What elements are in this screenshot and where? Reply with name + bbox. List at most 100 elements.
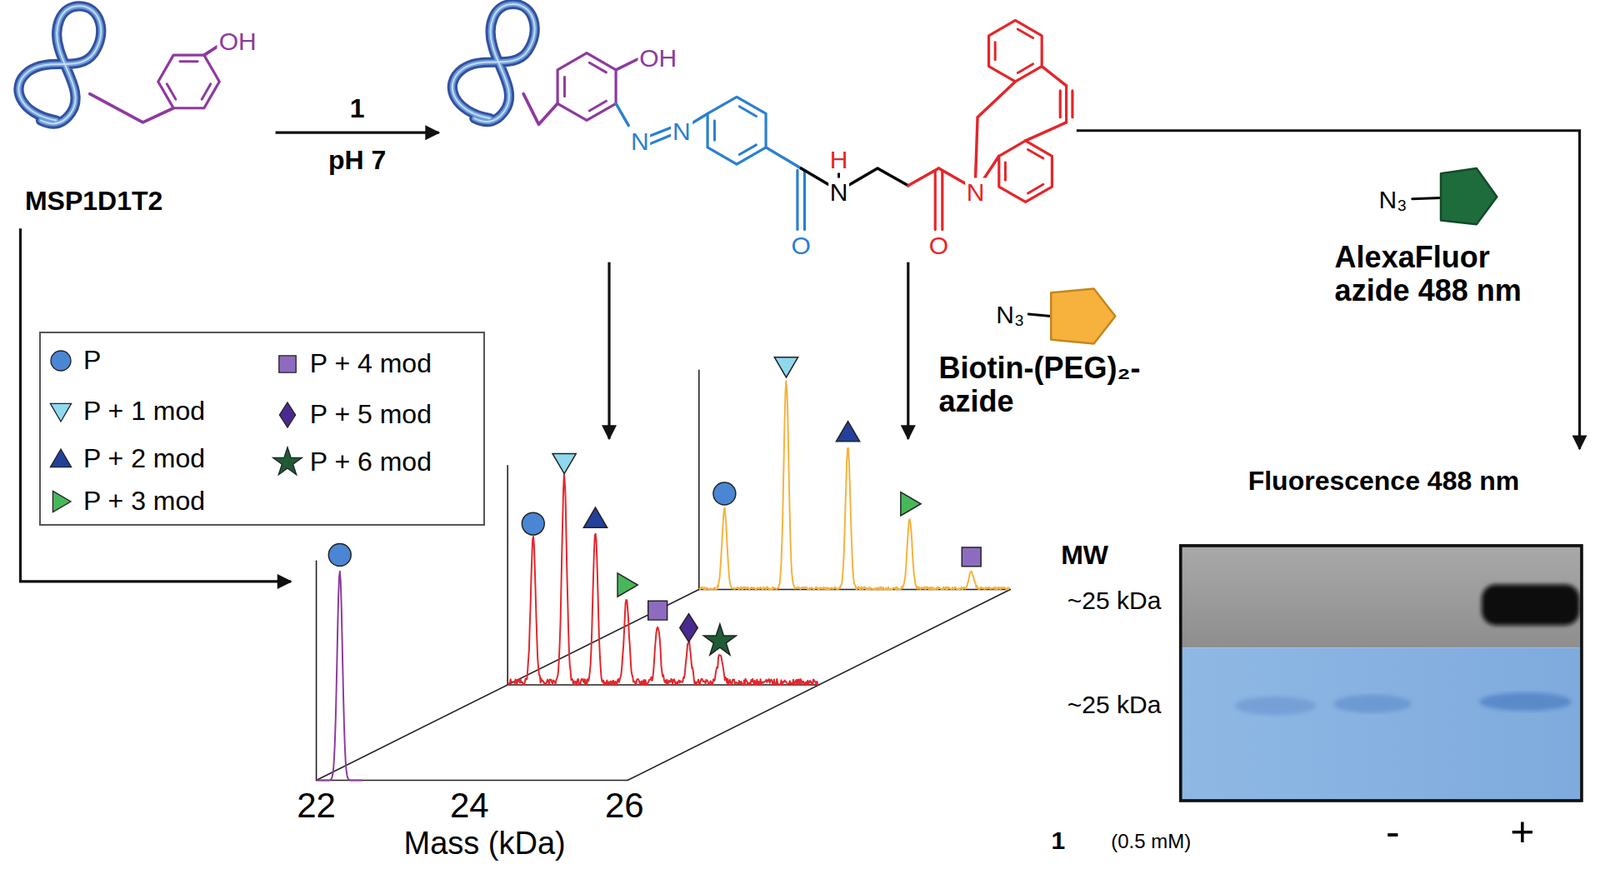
- flow-arrow: [1076, 130, 1580, 450]
- azide-label: N₃: [995, 300, 1025, 329]
- mass-axis: [699, 589, 1010, 591]
- ribbon-mid: [18, 5, 101, 124]
- compound-number: 1: [1050, 825, 1065, 854]
- legend-symbol: [274, 401, 301, 429]
- benzene-ring: [999, 140, 1053, 202]
- double-bond: [201, 84, 211, 100]
- protein-ribbon: [18, 5, 101, 124]
- bond-line: [800, 168, 829, 185]
- benzene-ring: [707, 96, 766, 165]
- bond-line: [690, 113, 708, 125]
- triple-bond: [1059, 90, 1062, 118]
- figure-panel: N₃ Biotin-(PEG)₂- azide: [933, 285, 1192, 440]
- atom-label: N: [629, 126, 651, 155]
- legend-shape: [50, 449, 71, 468]
- azide-bond: [1412, 197, 1441, 199]
- flow-arrow: [906, 262, 910, 440]
- atom-label: O: [790, 230, 813, 259]
- peak-marker: [583, 507, 607, 528]
- gel-faint-band: [1480, 692, 1572, 711]
- peak-marker: [521, 512, 545, 535]
- spectrum-trace: [316, 571, 363, 781]
- atom-label: N: [965, 178, 987, 206]
- azide-label: N₃: [1378, 185, 1407, 213]
- peak-marker: [328, 543, 351, 566]
- gel-fluorescence: [1180, 545, 1582, 648]
- figure-panel: OHNNOHNON: [439, 1, 1077, 262]
- reagent-name: AlexaFluor azide 488 nm: [1335, 240, 1544, 307]
- marker-weight: ~25 kDa: [1067, 585, 1162, 614]
- bond-line: [765, 147, 801, 169]
- protein-name: MSP1D1T2: [25, 187, 163, 217]
- gel-coomassie: [1180, 647, 1582, 801]
- flow-arrow: [607, 262, 610, 440]
- legend-label: P + 5 mod: [310, 400, 432, 430]
- floor-line: [316, 590, 700, 781]
- bond-line: [975, 81, 1016, 178]
- legend-label: P: [83, 345, 101, 375]
- axis-tick: 26: [605, 786, 645, 825]
- reagent-name: Biotin-(PEG)₂- azide: [939, 351, 1190, 418]
- double-bond: [1004, 162, 1007, 180]
- legend-label: P + 2 mod: [83, 444, 205, 474]
- legend-shape: [52, 490, 71, 512]
- legend-label: P + 3 mod: [83, 486, 205, 516]
- double-bond: [739, 106, 756, 117]
- ribbon-light: [452, 4, 535, 122]
- double-bond: [1017, 64, 1033, 74]
- legend-shape: [279, 355, 296, 372]
- intensity-axis: [698, 370, 700, 590]
- double-bond: [1028, 149, 1044, 159]
- benzene-ring: [557, 53, 616, 121]
- biotin-tag: [1050, 288, 1115, 344]
- figure-panel: N₃ AlexaFluor azide 488 nm: [1326, 163, 1572, 317]
- mass-axis: [316, 780, 628, 782]
- axis-tick: 22: [296, 786, 336, 825]
- gel-title: Fluorescence 488 nm: [1248, 466, 1520, 496]
- benzene-ring: [158, 55, 220, 109]
- legend-symbol: [47, 347, 75, 375]
- tyrosine-linker: [523, 94, 558, 125]
- peak-marker: [774, 357, 798, 378]
- figure-panel: Fluorescence 488 nmMW~25 kDa~25 kDa1(0.5…: [1050, 449, 1592, 866]
- concentration: (0.5 mM): [1110, 830, 1191, 853]
- bond-line: [1025, 122, 1067, 141]
- lane-sign: +: [1510, 808, 1535, 855]
- atom-label: N: [670, 116, 693, 145]
- double-bond: [563, 76, 566, 96]
- gel-faint-band: [1235, 696, 1317, 715]
- peak-marker: [617, 573, 638, 597]
- legend-shape: [50, 350, 71, 371]
- peak-marker: [835, 421, 860, 442]
- lane-sign: -: [1385, 808, 1400, 855]
- mass-axis: [507, 684, 819, 686]
- double-bond: [648, 127, 672, 137]
- peak-marker: [961, 547, 981, 567]
- double-bond: [1028, 184, 1044, 194]
- double-bond: [166, 84, 176, 100]
- legend-box: PP + 1 modP + 2 modP + 3 modP + 4 modP +…: [39, 331, 485, 526]
- double-bond: [650, 135, 673, 145]
- azide-bond: [1028, 314, 1051, 316]
- ribbon-mid: [452, 4, 535, 122]
- gel-image: [1180, 545, 1582, 801]
- peak-marker: [713, 482, 736, 505]
- atom-label: H: [828, 145, 850, 174]
- chemical-structures: [18, 4, 1072, 230]
- double-bond: [934, 170, 937, 230]
- peak-marker: [900, 492, 921, 516]
- double-bond: [739, 145, 756, 155]
- gel-faint-band: [1333, 695, 1411, 714]
- double-bond: [940, 170, 944, 230]
- legend-symbol: [47, 445, 75, 473]
- tyrosine-linker: [90, 94, 174, 123]
- double-bond: [713, 120, 716, 140]
- bond-line: [982, 155, 1000, 180]
- peak-marker: [680, 614, 699, 643]
- legend-symbol: [274, 449, 301, 476]
- double-bond: [1017, 29, 1033, 39]
- atom-label: OH: [217, 26, 259, 55]
- legend-label: P + 1 mod: [83, 397, 205, 427]
